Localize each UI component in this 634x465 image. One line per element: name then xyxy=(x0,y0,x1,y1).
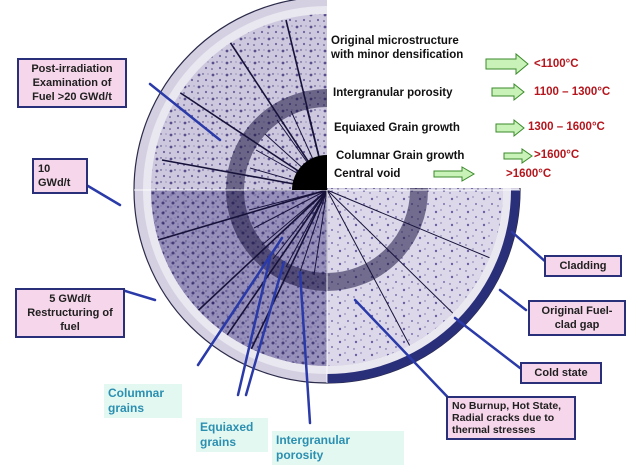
intergranular-porosity-label: Intergranular porosity xyxy=(272,431,404,465)
legend-row-temp: >1600°C xyxy=(506,168,551,180)
legend-row-text: Central void xyxy=(334,167,400,181)
legend-row-temp: 1300 – 1600°C xyxy=(528,121,605,133)
post-irradiation-label: Post-irradiation Examination of Fuel >20… xyxy=(17,58,127,108)
columnar-grains-label: Columnar grains xyxy=(104,384,182,418)
no-burnup-label: No Burnup, Hot State, Radial cracks due … xyxy=(446,396,576,440)
legend-row-text: Equiaxed Grain growth xyxy=(334,121,460,135)
gwd5-label: 5 GWd/t Restructuring of fuel xyxy=(15,288,125,338)
fuel-clad-gap-label: Original Fuel-clad gap xyxy=(528,300,626,336)
legend-row-temp: >1600°C xyxy=(534,149,579,161)
cold-state-label: Cold state xyxy=(520,362,602,384)
legend-row-temp: <1100°C xyxy=(534,58,579,70)
legend-row-temp: 1100 – 1300°C xyxy=(534,86,610,98)
cladding-label: Cladding xyxy=(544,255,622,277)
gwd10-label: 10 GWd/t xyxy=(32,158,88,194)
legend-row-text: Original microstructure with minor densi… xyxy=(331,34,483,62)
legend-row-text: Intergranular porosity xyxy=(333,86,453,100)
legend-row-text: Columnar Grain growth xyxy=(336,149,464,163)
equiaxed-grains-label: Equiaxed grains xyxy=(196,418,268,452)
